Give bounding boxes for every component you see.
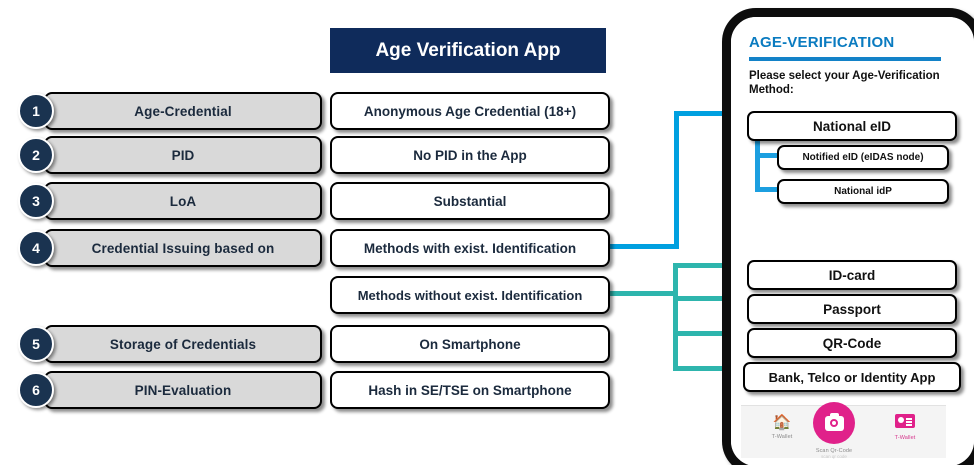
app-prompt-text: Please select your Age-Verification Meth… xyxy=(749,70,940,96)
phone-branch-to-national-idp xyxy=(755,187,779,192)
app-title-underline xyxy=(749,57,941,61)
phone-screen: AGE-VERIFICATION Please select your Age-… xyxy=(731,17,974,465)
camera-icon xyxy=(824,413,844,431)
nav-scan-label: Scan Qr-Code xyxy=(815,448,853,454)
connector-blue-vertical xyxy=(674,111,679,249)
criteria-number-6: 6 xyxy=(18,372,54,408)
connector-teal-branch-bank-app xyxy=(673,366,742,371)
criteria-number-2: 2 xyxy=(18,137,54,173)
value-box-methods-without-identification[interactable]: Methods without exist. Identification xyxy=(330,276,610,314)
nav-home-label: T-Wallet xyxy=(771,434,793,440)
criteria-number-5: 5 xyxy=(18,326,54,362)
phone-branch-to-notified-eid xyxy=(755,153,779,158)
criteria-row-4[interactable]: Credential Issuing based on 4 xyxy=(18,229,322,267)
criteria-label-2: PID xyxy=(44,136,322,174)
smartphone-mockup: AGE-VERIFICATION Please select your Age-… xyxy=(722,8,974,465)
criteria-row-6[interactable]: PIN-Evaluation 6 xyxy=(18,371,322,409)
option-qr-code[interactable]: QR-Code xyxy=(747,328,957,358)
option-bank-telco-identity-app[interactable]: Bank, Telco or Identity App xyxy=(743,362,961,392)
criteria-number-1: 1 xyxy=(18,93,54,129)
option-notified-eid[interactable]: Notified eID (eIDAS node) xyxy=(777,145,949,170)
app-title-banner: Age Verification App xyxy=(330,28,606,73)
connector-teal-branch-qr-code xyxy=(673,331,742,336)
value-box-storage[interactable]: On Smartphone xyxy=(330,325,610,363)
connector-blue-horizontal-left xyxy=(606,244,679,249)
nav-item-home[interactable]: 🏠 T-Wallet xyxy=(751,414,813,440)
nav-wallet-label: T-Wallet xyxy=(894,435,916,441)
home-icon: 🏠 xyxy=(772,414,792,431)
criteria-label-4: Credential Issuing based on xyxy=(44,229,322,267)
option-passport[interactable]: Passport xyxy=(747,294,957,324)
id-card-icon xyxy=(895,414,915,428)
connector-teal-horizontal-source xyxy=(606,291,674,296)
option-national-idp[interactable]: National idP xyxy=(777,179,949,204)
phone-bottom-navigation: 🏠 T-Wallet Scan Qr-Code scan qr code T-W… xyxy=(741,402,946,459)
nav-scan-labels: Scan Qr-Code scan qr code xyxy=(803,446,865,459)
connector-teal-vertical xyxy=(673,263,678,371)
value-box-pin-evaluation[interactable]: Hash in SE/TSE on Smartphone xyxy=(330,371,610,409)
value-box-methods-with-identification[interactable]: Methods with exist. Identification xyxy=(330,229,610,267)
option-national-eid[interactable]: National eID xyxy=(747,111,957,141)
criteria-number-3: 3 xyxy=(18,183,54,219)
nav-scan-sublabel: scan qr code xyxy=(821,454,847,459)
nav-item-wallet[interactable]: T-Wallet xyxy=(874,414,936,441)
phone-branch-vertical xyxy=(755,128,760,192)
criteria-row-1[interactable]: Age-Credential 1 xyxy=(18,92,322,130)
criteria-label-1: Age-Credential xyxy=(44,92,322,130)
connector-teal-branch-passport xyxy=(673,296,742,301)
scan-qr-code-button[interactable] xyxy=(813,402,855,444)
criteria-row-3[interactable]: LoA 3 xyxy=(18,182,322,220)
criteria-row-5[interactable]: Storage of Credentials 5 xyxy=(18,325,322,363)
value-box-age-credential[interactable]: Anonymous Age Credential (18+) xyxy=(330,92,610,130)
criteria-row-2[interactable]: PID 2 xyxy=(18,136,322,174)
criteria-number-4: 4 xyxy=(18,230,54,266)
connector-blue-horizontal-right xyxy=(674,111,742,116)
value-box-pid[interactable]: No PID in the App xyxy=(330,136,610,174)
criteria-label-3: LoA xyxy=(44,182,322,220)
app-screen-title: AGE-VERIFICATION xyxy=(749,34,895,51)
connector-teal-branch-id-card xyxy=(673,263,742,268)
criteria-label-6: PIN-Evaluation xyxy=(44,371,322,409)
value-box-loa[interactable]: Substantial xyxy=(330,182,610,220)
criteria-label-5: Storage of Credentials xyxy=(44,325,322,363)
option-id-card[interactable]: ID-card xyxy=(747,260,957,290)
